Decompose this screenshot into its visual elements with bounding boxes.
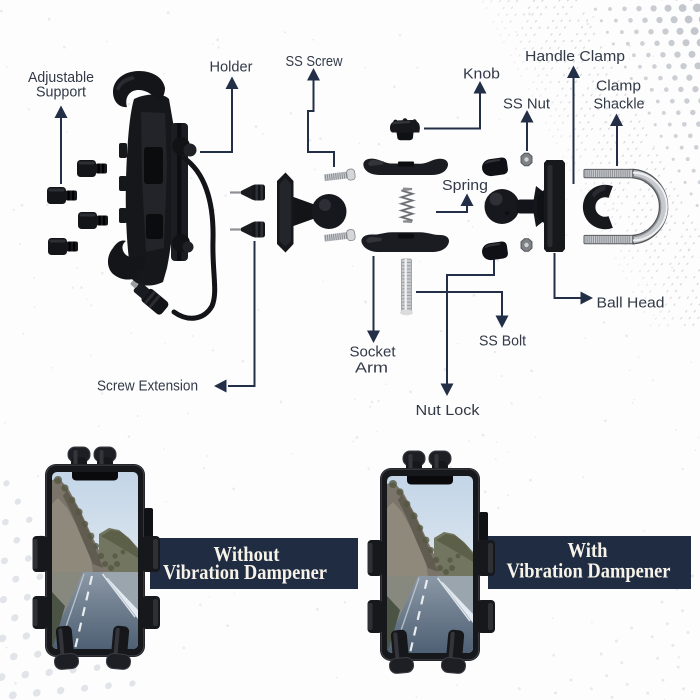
svg-text:Ball Head: Ball Head: [597, 295, 665, 312]
svg-text:Knob: Knob: [463, 66, 500, 83]
svg-text:Spring: Spring: [442, 177, 488, 194]
svg-text:Support: Support: [36, 84, 87, 101]
svg-text:With: With: [568, 538, 608, 562]
svg-text:Clamp: Clamp: [596, 78, 641, 95]
svg-text:Vibration Dampener: Vibration Dampener: [507, 559, 671, 583]
svg-text:Handle Clamp: Handle Clamp: [525, 48, 625, 65]
svg-text:Adjustable: Adjustable: [28, 69, 94, 86]
svg-text:Arm: Arm: [355, 360, 388, 377]
svg-text:SS Screw: SS Screw: [286, 53, 343, 70]
svg-text:Screw Extension: Screw Extension: [97, 378, 198, 395]
svg-text:Vibration Dampener: Vibration Dampener: [163, 560, 327, 584]
svg-text:SS Bolt: SS Bolt: [479, 333, 527, 350]
svg-text:Nut Lock: Nut Lock: [416, 402, 481, 419]
svg-text:SS Nut: SS Nut: [503, 96, 551, 113]
svg-text:Shackle: Shackle: [594, 96, 645, 113]
svg-text:Without: Without: [214, 542, 280, 566]
svg-text:Socket: Socket: [350, 344, 397, 361]
svg-text:Holder: Holder: [210, 59, 253, 76]
